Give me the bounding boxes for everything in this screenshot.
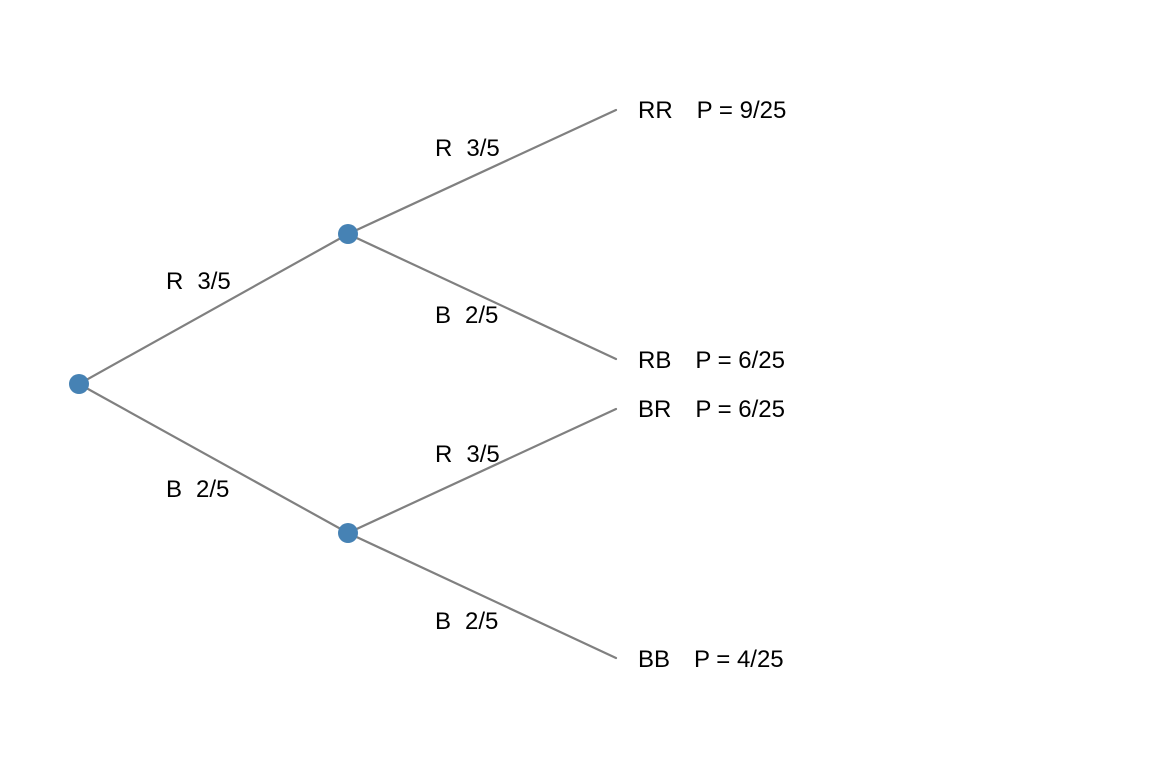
leaf-probability: P = 6/25: [695, 347, 785, 374]
branch-probability: 3/5: [466, 441, 499, 468]
leaf-probability: P = 4/25: [694, 646, 784, 673]
branch-probability: 3/5: [466, 135, 499, 162]
branch-root-to-B: [77, 382, 350, 535]
branch-label-RB: B 2/5: [435, 302, 498, 329]
branch-probability: 2/5: [465, 608, 498, 635]
leaf-label-RR: RR P = 9/25: [638, 97, 786, 124]
leaf-label-BB: BB P = 4/25: [638, 646, 784, 673]
branch-outcome: R: [435, 135, 452, 162]
branch-label-BR: R 3/5: [435, 441, 500, 468]
branch-outcome: B: [166, 476, 182, 503]
leaf-probability: P = 9/25: [697, 97, 787, 124]
branch-R-to-RR: [346, 108, 618, 236]
leaf-outcome: RR: [638, 97, 673, 124]
branch-probability: 3/5: [197, 268, 230, 295]
node-after-B: [338, 523, 358, 543]
leaf-label-RB: RB P = 6/25: [638, 347, 785, 374]
branch-outcome: R: [166, 268, 183, 295]
branch-label-BB: B 2/5: [435, 608, 498, 635]
leaf-outcome: BB: [638, 646, 670, 673]
leaf-outcome: RB: [638, 347, 671, 374]
root-node: [69, 374, 89, 394]
branch-label-first-B: B 2/5: [166, 476, 229, 503]
branch-B-to-BB: [346, 531, 618, 660]
branch-root-to-R: [77, 232, 350, 386]
branch-probability: 2/5: [465, 302, 498, 329]
leaf-probability: P = 6/25: [695, 396, 785, 423]
branch-outcome: B: [435, 608, 451, 635]
branch-probability: 2/5: [196, 476, 229, 503]
branch-outcome: B: [435, 302, 451, 329]
branch-B-to-BR: [346, 407, 618, 535]
branch-label-first-R: R 3/5: [166, 268, 231, 295]
branch-outcome: R: [435, 441, 452, 468]
leaf-outcome: BR: [638, 396, 671, 423]
leaf-label-BR: BR P = 6/25: [638, 396, 785, 423]
branch-label-RR: R 3/5: [435, 135, 500, 162]
branch-R-to-RB: [346, 232, 618, 361]
node-after-R: [338, 224, 358, 244]
